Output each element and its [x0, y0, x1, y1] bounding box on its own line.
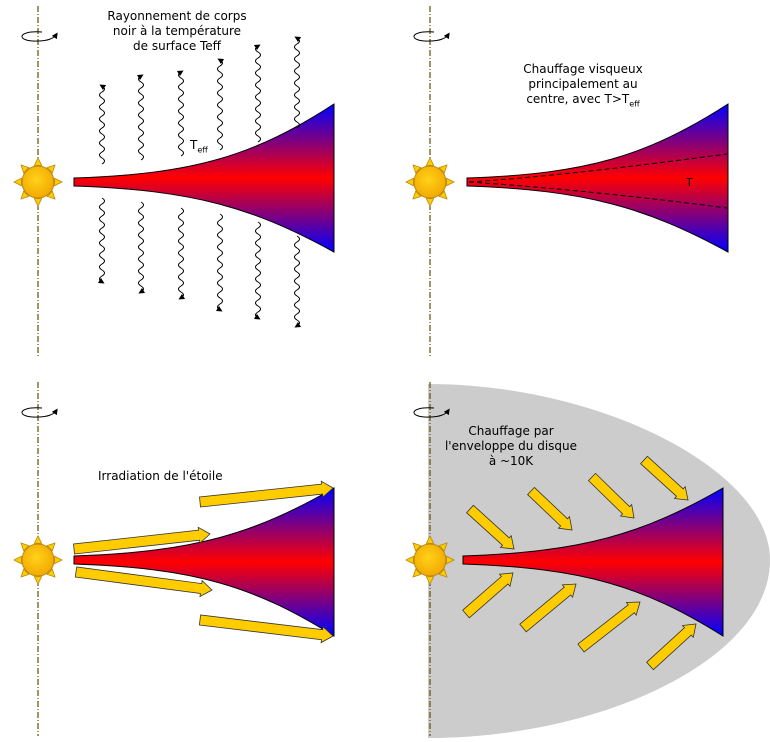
star-ray — [412, 190, 422, 200]
star-ray — [446, 555, 455, 565]
wavy-photon-icon-up-4 — [217, 58, 225, 151]
wavy-photon-icon-down-4 — [215, 213, 223, 312]
wavy-photon-icon-up-2 — [136, 74, 144, 161]
star-ray — [438, 542, 448, 552]
star-ray — [20, 164, 30, 174]
panel4-caption-line2: l'enveloppe du disque — [444, 439, 578, 453]
star-ray — [412, 164, 422, 174]
panel4-caption-line3: à ~10K — [488, 454, 534, 468]
irradiation-arrow-icon-1 — [199, 480, 334, 508]
irradiation-arrow-icon-3 — [74, 566, 213, 598]
star-ray — [20, 542, 30, 552]
irradiation-arrow-icon-8 — [640, 455, 689, 501]
star-ray — [33, 157, 43, 166]
star-ray — [46, 190, 56, 200]
star-body — [21, 543, 55, 577]
irradiation-arrow-icon-7 — [587, 472, 635, 519]
panel1-caption-line3: de surface Teff — [133, 39, 221, 53]
panel1-teff-sub: eff — [197, 145, 208, 155]
star-icon-2 — [405, 157, 455, 207]
star-body — [413, 165, 447, 199]
wavy-photon-icon-up-6 — [294, 36, 302, 129]
rotation-arrow-icon-2 — [413, 31, 450, 42]
panel4-caption-line1: Chauffage par — [468, 424, 554, 438]
wavy-photon-icon-down-1 — [97, 197, 105, 284]
star-ray — [33, 576, 43, 585]
star-ray — [438, 190, 448, 200]
star-icon-1 — [13, 157, 63, 207]
star-ray — [46, 568, 56, 578]
panel3-caption: Irradiation de l'étoile — [98, 469, 223, 484]
rotation-arrow-icon-1 — [21, 31, 58, 42]
panel1-caption: Rayonnement de corps noir à la températu… — [92, 9, 262, 54]
panel4-caption: Chauffage par l'enveloppe du disque à ~1… — [436, 424, 586, 469]
wavy-photon-icon-up-1 — [99, 84, 107, 165]
disk-2-midplane-lower — [468, 181, 728, 209]
panel2-t-symbol: T — [686, 176, 693, 189]
panel1-caption-line1: Rayonnement de corps — [107, 9, 247, 23]
irradiation-arrow-icon-4 — [198, 614, 334, 644]
star-ray — [46, 164, 56, 174]
panel2-caption: Chauffage visqueux principalement au cen… — [498, 62, 668, 111]
irradiation-arrow-icon-9 — [462, 572, 514, 619]
irradiation-arrow-icon-10 — [519, 583, 577, 633]
star-ray — [425, 535, 435, 544]
panel2-caption-line2: principalement au — [528, 77, 638, 91]
panel2-caption-line1: Chauffage visqueux — [523, 62, 643, 76]
wavy-photon-icon-down-5 — [253, 221, 261, 320]
irradiation-arrow-icon-2 — [73, 526, 211, 555]
star-ray — [405, 177, 414, 187]
wavy-photon-icon-up-5 — [253, 44, 261, 143]
panel1-teff-main: T — [190, 138, 198, 152]
star-ray — [33, 198, 43, 207]
star-ray — [438, 568, 448, 578]
panel2-caption-line3-text: centre, avec T>T — [526, 92, 630, 106]
wavy-photon-icon-down-3 — [178, 207, 186, 300]
star-ray — [13, 177, 22, 187]
star-body — [21, 165, 55, 199]
star-ray — [425, 198, 435, 207]
wavy-photon-icon-down-2 — [138, 201, 146, 294]
star-ray — [412, 568, 422, 578]
star-ray — [412, 542, 422, 552]
star-ray — [425, 157, 435, 166]
panel1-caption-line2: noir à la température — [112, 24, 242, 38]
star-ray — [405, 555, 414, 565]
star-ray — [13, 555, 22, 565]
disk-1 — [73, 103, 335, 253]
disk-2 — [466, 103, 729, 253]
star-ray — [33, 535, 43, 544]
panel1-teff-symbol: Teff — [190, 138, 208, 157]
rotation-arrow-icon-3 — [21, 407, 58, 418]
panel2-caption-sub: eff — [629, 99, 640, 109]
star-ray — [446, 177, 455, 187]
star-ray — [54, 177, 63, 187]
star-icon-3 — [13, 535, 63, 585]
disk-2-midplane-upper — [468, 153, 728, 183]
star-ray — [20, 190, 30, 200]
irradiation-arrow-icon-5 — [466, 504, 515, 550]
star-ray — [54, 555, 63, 565]
star-ray — [20, 568, 30, 578]
irradiation-arrow-icon-11 — [577, 601, 641, 653]
star-body — [413, 543, 447, 577]
disk-4 — [462, 487, 724, 637]
star-ray — [425, 576, 435, 585]
star-ray — [438, 164, 448, 174]
irradiation-arrow-icon-6 — [527, 486, 573, 531]
star-ray — [46, 542, 56, 552]
irradiation-arrow-icon-12 — [646, 623, 697, 671]
star-icon-4 — [405, 535, 455, 585]
wavy-photon-icon-down-6 — [294, 235, 302, 328]
panel2-caption-line3: centre, avec T>Teff — [498, 92, 668, 111]
disk-3 — [73, 487, 335, 637]
wavy-photon-icon-up-3 — [176, 70, 184, 157]
rotation-arrow-icon-4 — [413, 407, 450, 418]
panel3-caption-line1: Irradiation de l'étoile — [98, 469, 223, 483]
